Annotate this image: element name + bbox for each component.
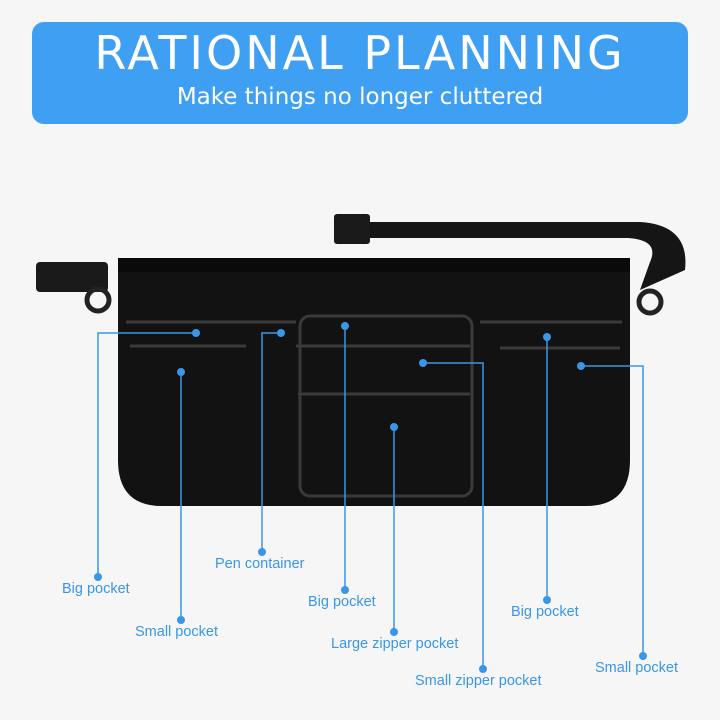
buckle-left: [36, 262, 108, 292]
callout-dots: [94, 322, 647, 673]
callout-small-pocket-left: Small pocket: [135, 624, 219, 640]
buckle-top: [334, 214, 370, 244]
callout-pen-container: Pen container: [215, 556, 305, 572]
pocket-edges: [126, 314, 622, 498]
banner-subtitle: Make things no longer cluttered: [176, 84, 544, 110]
callout-small-pocket-right: Small pocket: [595, 660, 679, 676]
callout-big-pocket-left: Big pocket: [62, 581, 130, 597]
banner-title: RATIONAL PLANNING: [94, 26, 626, 80]
apron-waistband: [118, 258, 630, 272]
d-ring-right: [636, 288, 664, 316]
header-banner: RATIONAL PLANNING Make things no longer …: [32, 22, 688, 124]
belt-strap: [360, 222, 686, 290]
apron-body: [118, 258, 630, 506]
callout-big-pocket-right: Big pocket: [511, 604, 579, 620]
callout-big-pocket-center: Big pocket: [308, 594, 376, 610]
callout-lines: [97, 326, 644, 669]
callout-small-zipper-pocket: Small zipper pocket: [415, 673, 542, 689]
callout-large-zipper-pocket: Large zipper pocket: [331, 636, 459, 652]
d-ring-left: [84, 286, 112, 314]
